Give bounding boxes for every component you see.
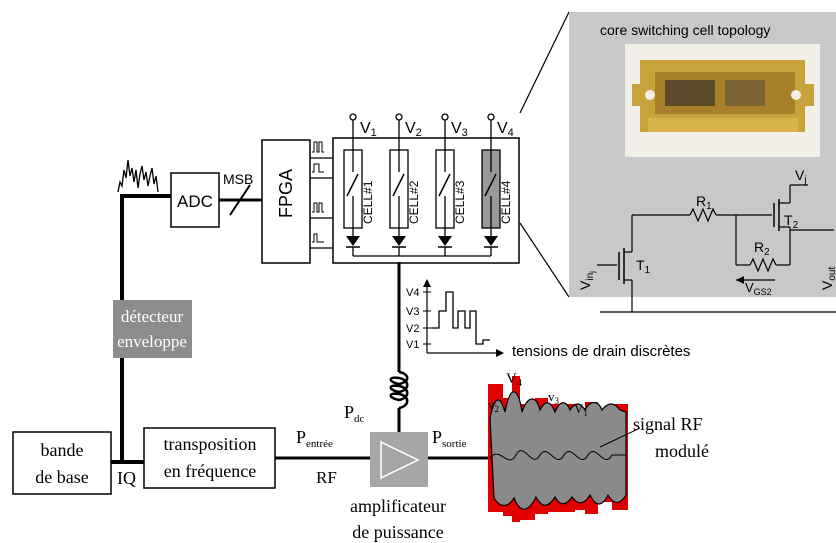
vout-label: Vout <box>819 267 836 290</box>
supply-v3: V3 <box>451 120 468 139</box>
level-v4: V4 <box>406 287 419 299</box>
vj-label: Vj <box>795 167 807 186</box>
pa-label-line2: de puissance <box>352 522 443 542</box>
supply-v4: V4 <box>497 120 514 139</box>
marker-v1: V1 <box>574 401 588 418</box>
t1-label: T1 <box>636 257 651 276</box>
envelope-waveform <box>117 159 159 193</box>
supply-labels: V1 V2 V3 V4 <box>360 120 514 139</box>
output-signal: V4 v3 v2 V1 <box>488 371 641 522</box>
drain-voltages-caption: tensions de drain discrètes <box>512 343 690 360</box>
baseband-block: bande de base <box>12 431 112 495</box>
cells-group: CELL#1 CELL#2 CELL#3 CELL#4 <box>343 113 513 257</box>
baseband-line2: de base <box>35 467 88 487</box>
r1-label: R1 <box>696 193 712 212</box>
rf-label: RF <box>316 468 337 487</box>
cell-label: CELL#2 <box>407 180 421 224</box>
fpga-outputs <box>310 141 333 249</box>
signal-label-line1: signal RF <box>633 414 703 434</box>
power-amplifier: amplificateur de puissance <box>350 432 446 542</box>
level-v3: V3 <box>406 306 419 318</box>
r2-label: R2 <box>754 239 770 258</box>
detector-line1: détecteur <box>121 307 184 326</box>
p-dc-label: Pdc <box>344 402 365 425</box>
upconverter-block: transposition en fréquence <box>143 427 276 489</box>
vin-label: Vinj <box>577 271 597 290</box>
signal-pointer <box>599 427 641 448</box>
upconv-line1: transposition <box>164 434 257 454</box>
baseband-line1: bande <box>41 440 84 460</box>
vgs2-label: VGS2 <box>745 280 772 297</box>
supply-v1: V1 <box>360 120 377 139</box>
supply-v2: V2 <box>405 120 422 139</box>
signal-label-line2: modulé <box>655 441 709 461</box>
upconv-line2: en fréquence <box>164 461 256 481</box>
drain-voltage-plot: V4 V3 V2 V1 <box>406 279 504 357</box>
fpga-label: FPGA <box>276 169 296 218</box>
cell-4: CELL#4 <box>481 113 513 256</box>
cell-label: CELL#4 <box>499 180 513 224</box>
t2-label: T2 <box>784 212 799 231</box>
detector-line2: enveloppe <box>117 332 187 351</box>
p-in-label: Pentrée <box>296 427 333 450</box>
iq-label: IQ <box>117 468 136 488</box>
inset-title: core switching cell topology <box>600 22 770 38</box>
inset-panel: core switching cell topology <box>519 11 836 313</box>
p-out-label: Psortie <box>432 427 467 450</box>
drain-feed <box>389 262 409 432</box>
die-photo <box>625 44 820 157</box>
marker-v4: V4 <box>506 371 522 389</box>
bus-slash <box>229 184 251 216</box>
adc-block: ADC <box>170 172 220 228</box>
cell-1: CELL#1 <box>343 113 375 256</box>
cell-label: CELL#3 <box>453 180 467 224</box>
cell-label: CELL#1 <box>361 180 375 224</box>
cell-3: CELL#3 <box>435 113 467 256</box>
cell-2: CELL#2 <box>389 113 421 256</box>
level-v2: V2 <box>406 323 419 335</box>
cell-schematic <box>597 184 836 313</box>
fpga-block: FPGA <box>261 139 311 264</box>
level-v1: V1 <box>406 339 419 351</box>
envelope-detector: détecteur enveloppe <box>113 300 192 358</box>
adc-label: ADC <box>177 192 213 211</box>
pa-label-line1: amplificateur <box>350 496 446 516</box>
marker-v3: v3 <box>548 389 560 406</box>
msb-label: MSB <box>223 171 253 187</box>
marker-v2: v2 <box>488 397 499 414</box>
